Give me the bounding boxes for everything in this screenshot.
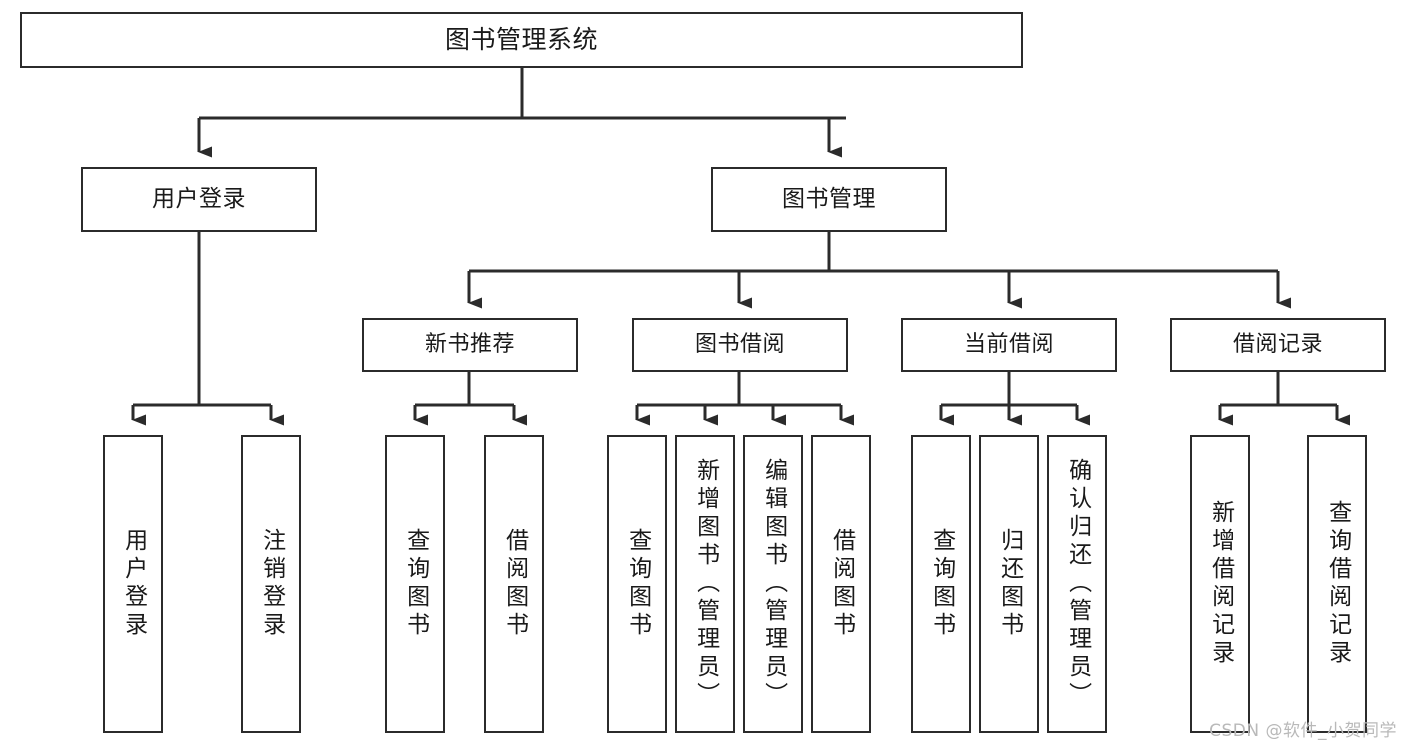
leaf-book-borrow-edit-label: 编辑图书（管理员） — [760, 458, 787, 710]
leaf-new-book-query-label: 查询图书 — [402, 528, 429, 640]
leaf-book-borrow-borrow[interactable]: 借阅图书 — [811, 435, 871, 733]
leaf-book-borrow-edit[interactable]: 编辑图书（管理员） — [743, 435, 803, 733]
node-book-management[interactable]: 图书管理 — [711, 167, 947, 232]
leaf-book-borrow-query[interactable]: 查询图书 — [607, 435, 667, 733]
leaf-user-login-signin[interactable]: 用户登录 — [103, 435, 163, 733]
leaf-borrow-record-add[interactable]: 新增借阅记录 — [1190, 435, 1250, 733]
leaf-user-login-signout-label: 注销登录 — [258, 528, 285, 640]
leaf-book-borrow-add[interactable]: 新增图书（管理员） — [675, 435, 735, 733]
node-current-borrow[interactable]: 当前借阅 — [901, 318, 1117, 372]
leaf-new-book-borrow-label: 借阅图书 — [501, 528, 528, 640]
leaf-current-borrow-query[interactable]: 查询图书 — [911, 435, 971, 733]
leaf-new-book-query[interactable]: 查询图书 — [385, 435, 445, 733]
node-user-login[interactable]: 用户登录 — [81, 167, 317, 232]
leaf-current-borrow-return-label: 归还图书 — [996, 528, 1023, 640]
node-borrow-record-label: 借阅记录 — [1232, 331, 1323, 357]
leaf-borrow-record-add-label: 新增借阅记录 — [1207, 500, 1234, 668]
node-root-system-label: 图书管理系统 — [444, 25, 598, 54]
node-book-borrow-label: 图书借阅 — [694, 331, 785, 357]
leaf-current-borrow-query-label: 查询图书 — [928, 528, 955, 640]
leaf-user-login-signin-label: 用户登录 — [120, 528, 147, 640]
leaf-current-borrow-confirm-return[interactable]: 确认归还（管理员） — [1047, 435, 1107, 733]
node-current-borrow-label: 当前借阅 — [963, 331, 1054, 357]
leaf-book-borrow-query-label: 查询图书 — [624, 528, 651, 640]
node-borrow-record[interactable]: 借阅记录 — [1170, 318, 1386, 372]
leaf-borrow-record-query-label: 查询借阅记录 — [1324, 500, 1351, 668]
node-new-book-recommend[interactable]: 新书推荐 — [362, 318, 578, 372]
watermark-text: CSDN @软件_小贺同学 — [1209, 721, 1397, 741]
leaf-new-book-borrow[interactable]: 借阅图书 — [484, 435, 544, 733]
node-new-book-recommend-label: 新书推荐 — [424, 331, 515, 357]
node-user-login-label: 用户登录 — [152, 185, 246, 212]
leaf-book-borrow-borrow-label: 借阅图书 — [828, 528, 855, 640]
node-root-system[interactable]: 图书管理系统 — [20, 12, 1023, 68]
node-book-borrow[interactable]: 图书借阅 — [632, 318, 848, 372]
node-book-management-label: 图书管理 — [782, 185, 876, 212]
leaf-current-borrow-return[interactable]: 归还图书 — [979, 435, 1039, 733]
leaf-current-borrow-confirm-return-label: 确认归还（管理员） — [1064, 458, 1091, 710]
leaf-user-login-signout[interactable]: 注销登录 — [241, 435, 301, 733]
leaf-borrow-record-query[interactable]: 查询借阅记录 — [1307, 435, 1367, 733]
leaf-book-borrow-add-label: 新增图书（管理员） — [692, 458, 719, 710]
